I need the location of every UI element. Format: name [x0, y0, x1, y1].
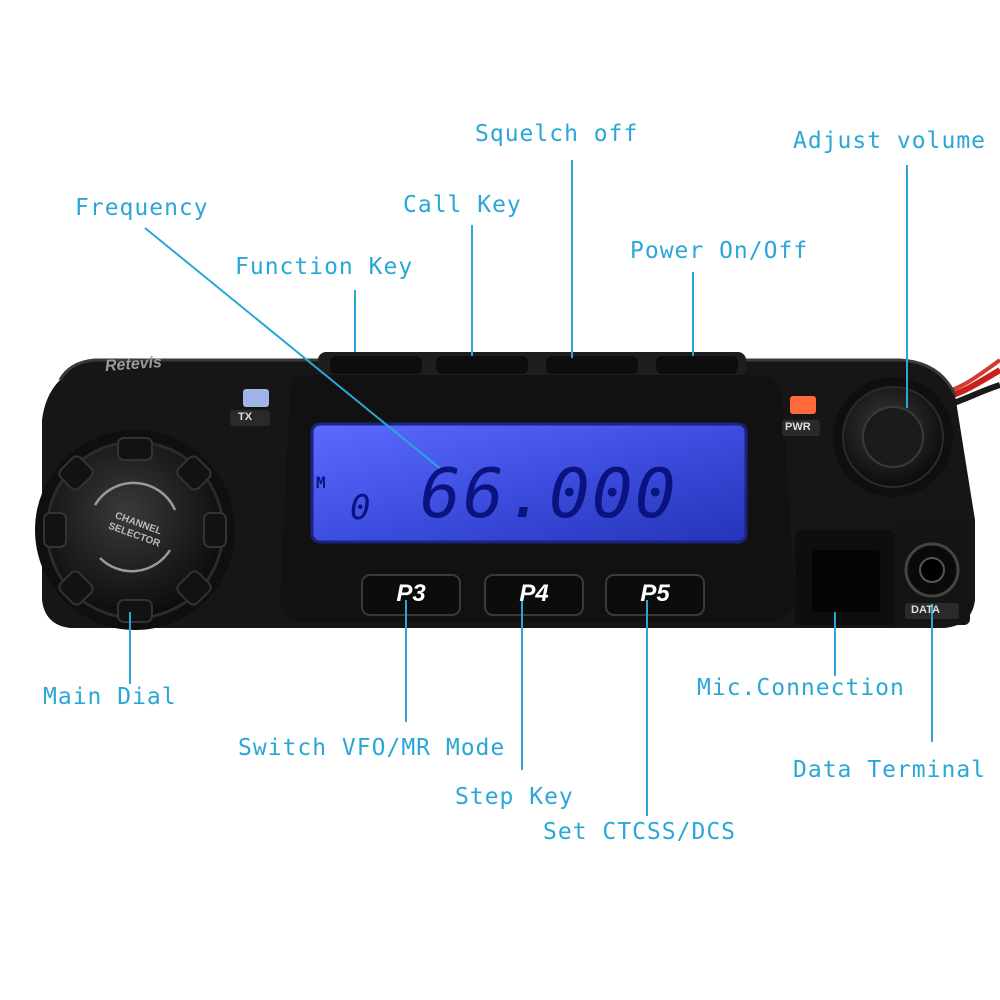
mic-connection-label: Mic.Connection: [697, 675, 905, 701]
data-label: DATA: [911, 604, 940, 616]
lcd-memory-indicator: M: [316, 473, 326, 492]
adjust-volume-label: Adjust volume: [793, 128, 987, 154]
bottom-buttons: [361, 574, 705, 616]
pwr-indicator: [782, 396, 820, 436]
data-terminal-label: Data Terminal: [793, 757, 987, 783]
tx-label: TX: [238, 411, 253, 423]
callout-lines: [129, 160, 933, 816]
call-key-label: Call Key: [403, 192, 522, 218]
pwr-label: PWR: [785, 421, 811, 433]
lcd-frequency: 66.000: [420, 455, 678, 534]
main-dial-knob[interactable]: [35, 430, 235, 630]
switch-vfo-label: Switch VFO/MR Mode: [238, 735, 506, 761]
main-dial-label: Main Dial: [43, 684, 177, 710]
frequency-label: Frequency: [75, 195, 209, 221]
p3-button[interactable]: P3: [396, 580, 426, 607]
volume-knob[interactable]: [833, 377, 953, 497]
p5-button[interactable]: P5: [640, 580, 670, 607]
function-key-label: Function Key: [235, 254, 414, 280]
lcd-channel: 0: [350, 488, 371, 528]
squelch-off-label: Squelch off: [475, 121, 639, 147]
tx-indicator: [230, 389, 270, 426]
data-jack[interactable]: [904, 542, 960, 619]
ctcss-label: Set CTCSS/DCS: [543, 819, 737, 845]
step-key-label: Step Key: [455, 784, 574, 810]
power-label: Power On/Off: [630, 238, 809, 264]
p4-button[interactable]: P4: [519, 580, 549, 607]
